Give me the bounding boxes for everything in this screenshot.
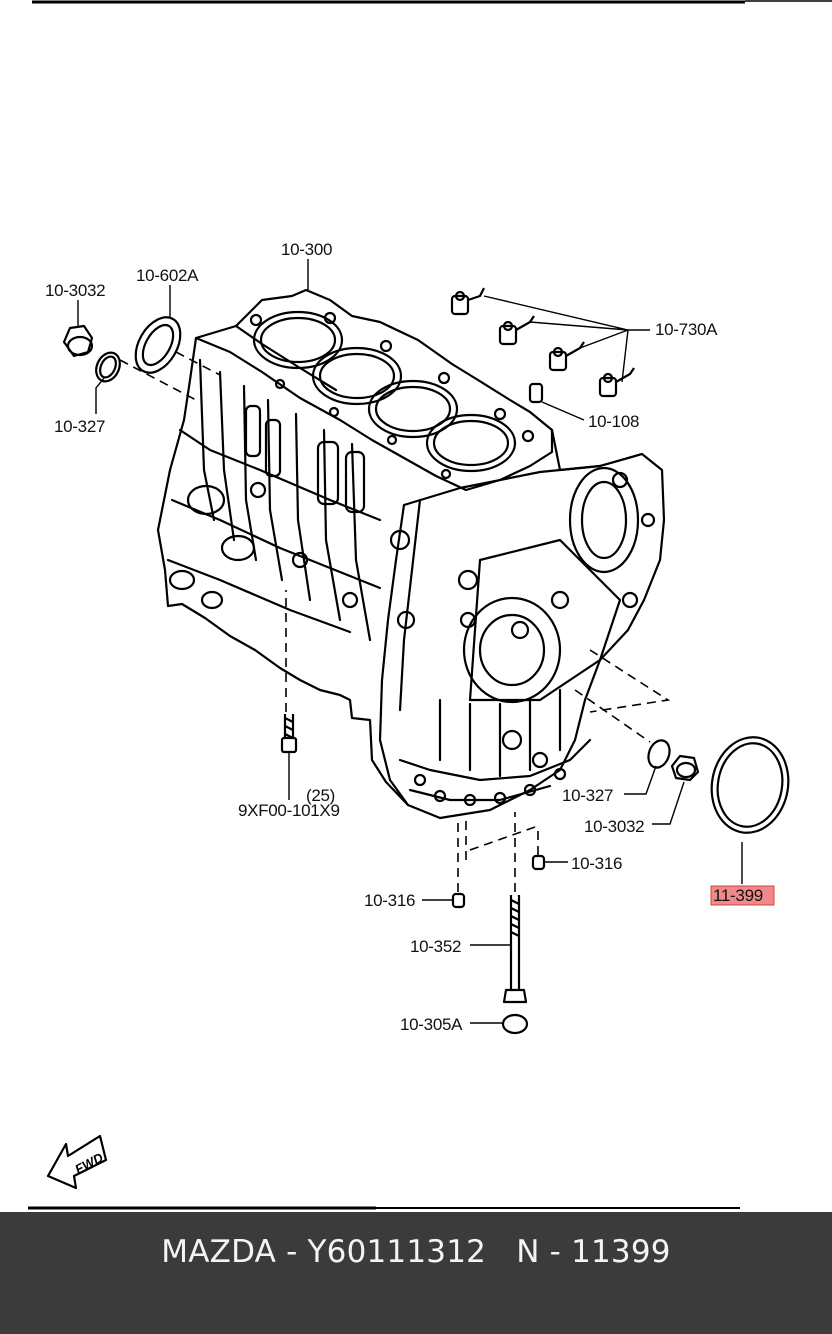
label-10-602a: 10-602A bbox=[136, 266, 199, 285]
label-9xf00-101x9: 9XF00-101X9 bbox=[238, 801, 340, 820]
label-10-352: 10-352 bbox=[410, 937, 461, 956]
part-labels: 10-300 10-602A 10-3032 10-327 10-730A 10… bbox=[45, 240, 775, 1034]
fwd-arrow-icon: FWD bbox=[46, 1134, 108, 1190]
plug-10-3032-right-part bbox=[670, 754, 700, 782]
label-10-3032-top: 10-3032 bbox=[45, 281, 105, 300]
label-10-108: 10-108 bbox=[588, 412, 639, 431]
dowel-10-108-part bbox=[528, 382, 544, 404]
cap-10-305a-part bbox=[501, 1013, 529, 1035]
seal-10-327-right-part bbox=[647, 739, 671, 769]
loose-parts bbox=[62, 287, 790, 1035]
label-10-305a: 10-305A bbox=[400, 1015, 463, 1034]
oil-jet-parts-10-730a bbox=[450, 287, 635, 398]
plug-10-3032-top-part bbox=[62, 324, 94, 358]
dowel-10-316-left-part bbox=[451, 892, 466, 909]
dowel-10-316-right-part bbox=[531, 854, 546, 871]
label-10-300: 10-300 bbox=[281, 240, 332, 259]
label-11-399: 11-399 bbox=[713, 886, 763, 905]
label-10-316-left: 10-316 bbox=[364, 891, 415, 910]
label-10-327-top: 10-327 bbox=[54, 417, 105, 436]
bolt-10-352-part bbox=[502, 895, 528, 1004]
caption-bar: MAZDA - Y60111312 N - 11399 bbox=[0, 1212, 832, 1334]
seal-11-399-part bbox=[710, 736, 790, 834]
bolt-9xf00-part bbox=[280, 714, 298, 754]
alignment-dashes bbox=[119, 351, 671, 892]
highlight-box-11-399 bbox=[710, 885, 775, 906]
label-10-316-right: 10-316 bbox=[571, 854, 622, 873]
parts-diagram: 10-300 10-602A 10-3032 10-327 10-730A 10… bbox=[28, 0, 832, 1210]
leader-lines bbox=[77, 259, 743, 1024]
label-10-327-right: 10-327 bbox=[562, 786, 613, 805]
seal-10-327-top-part bbox=[95, 351, 121, 383]
part-number-caption: MAZDA - Y60111312 N - 11399 bbox=[161, 1234, 671, 1270]
oil-seal-10-602a-part bbox=[134, 316, 182, 374]
label-10-730a: 10-730A bbox=[655, 320, 718, 339]
label-25: (25) bbox=[306, 786, 335, 805]
engine-block-illustration bbox=[156, 288, 666, 820]
label-10-3032-right: 10-3032 bbox=[584, 817, 644, 836]
